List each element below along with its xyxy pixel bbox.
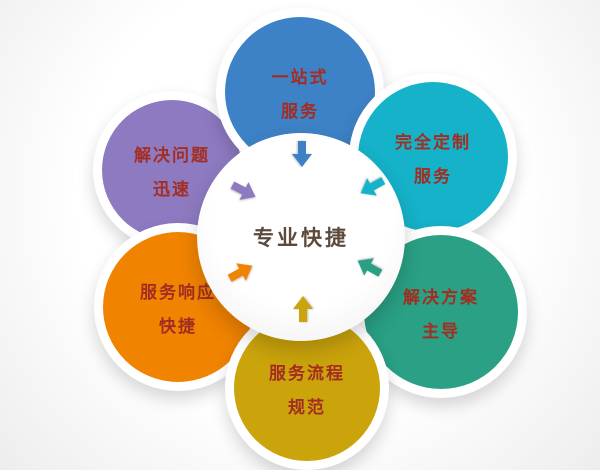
arrow-from-bottom-right-icon: [357, 258, 383, 277]
node-label-line: 解决方案: [403, 287, 479, 308]
node-label-line: 一站式: [271, 67, 329, 88]
node-bottom-right-label: 解决方案 主导: [403, 283, 479, 342]
node-top-circle: 一站式 服务: [225, 17, 375, 167]
arrow-from-top-left-icon: [230, 181, 256, 200]
node-label-line: 主导: [422, 321, 460, 342]
node-bottom-label: 服务流程 规范: [269, 359, 345, 418]
arrow-from-top-icon: [292, 141, 312, 167]
node-label-line: 服务: [281, 101, 319, 122]
node-label-line: 解决问题: [134, 145, 210, 166]
node-bottom-left-label: 服务响应 快捷: [140, 278, 216, 337]
node-top-right-circle: 完全定制 服务: [358, 82, 508, 232]
center-label: 专业快捷: [253, 226, 349, 250]
node-label-line: 规范: [288, 397, 326, 418]
node-label-line: 服务: [414, 166, 452, 187]
center-circle: 专业快捷: [197, 133, 405, 341]
node-label-line: 服务流程: [269, 363, 345, 384]
arrow-from-bottom-left-icon: [227, 263, 253, 282]
node-top-left-label: 解决问题 迅速: [134, 141, 210, 200]
node-top-right: 完全定制 服务: [349, 73, 517, 241]
node-top-label: 一站式 服务: [272, 63, 329, 122]
arrow-from-bottom-icon: [293, 296, 313, 322]
node-top-right-label: 完全定制 服务: [395, 128, 471, 187]
arrow-from-top-right-icon: [360, 177, 386, 196]
node-label-line: 完全定制: [395, 132, 471, 153]
node-label-line: 快捷: [159, 316, 197, 337]
node-label-line: 迅速: [153, 179, 191, 200]
node-label-line: 服务响应: [140, 282, 216, 303]
